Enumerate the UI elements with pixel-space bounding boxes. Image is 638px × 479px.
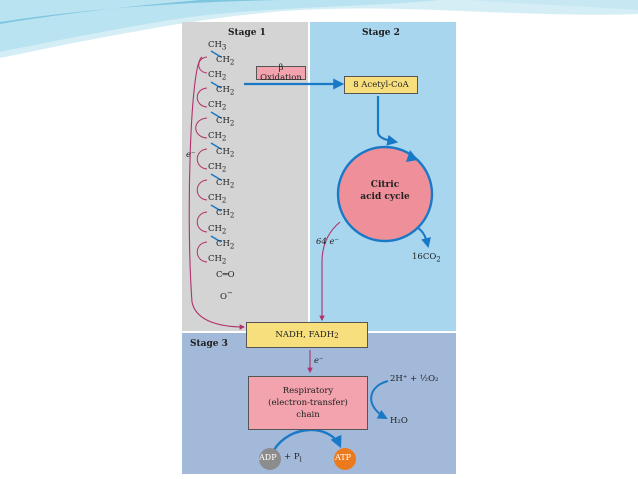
acetyl-coa-box: 8 Acetyl-CoA	[344, 76, 418, 94]
ch2-group: CH2	[208, 162, 227, 174]
pi-label: + Pi	[284, 452, 302, 464]
diagram-arrows	[188, 50, 434, 470]
ch2-group: CH2	[216, 55, 235, 67]
adp-circle	[259, 448, 281, 470]
ch2-group: CH2	[208, 70, 227, 82]
chain-cleavage-ticks	[210, 50, 222, 243]
fatty-acid-oxidation-figure: Stage 1 Stage 2 Stage 3 CH3 CH2 CH2 CH2 …	[182, 22, 456, 474]
carbonyl-group: C═O	[216, 270, 235, 280]
ch2-group: CH2	[216, 178, 235, 190]
adp-to-atp-arrow	[272, 428, 342, 451]
ch2-group: CH2	[208, 193, 227, 205]
ch2-group: CH2	[216, 116, 235, 128]
oxygen-to-water-arrow	[370, 380, 389, 419]
ch2-group: CH2	[216, 147, 235, 159]
ch2-group: CH2	[216, 208, 235, 220]
citric-acid-cycle-circle	[336, 145, 434, 243]
co2-output-label: 16CO2	[412, 252, 441, 264]
acetyl-to-cycle-arrow	[376, 96, 399, 146]
ch2-group: CH2	[208, 224, 227, 236]
citric-cycle-label-line1: Citric	[370, 180, 400, 190]
stage1-title: Stage 1	[228, 28, 266, 38]
ch2-group: CH2	[208, 131, 227, 143]
chain-electron-arcs	[195, 56, 208, 263]
stage1-electron-label: e⁻	[186, 150, 196, 160]
ch3-group: CH3	[208, 40, 227, 52]
oxygen-input-label: 2H⁺ + ½O₂	[390, 374, 439, 384]
cycle-electrons-label: 64 e⁻	[316, 237, 340, 247]
carboxylate-oxygen: O−	[220, 288, 233, 302]
ch2-group: CH2	[216, 85, 235, 97]
stage3-title: Stage 3	[190, 339, 228, 349]
cycle-electrons-to-nadh-arrow	[319, 221, 341, 322]
cycle-arrowhead	[406, 150, 418, 162]
chain-to-nadh-arrow	[188, 56, 246, 330]
co2-output-arrow	[417, 227, 431, 248]
respiratory-chain-box: Respiratory (electron-transfer) chain	[248, 376, 368, 430]
beta-oxidation-box: β Oxidation	[256, 63, 306, 83]
stage3-electron-label: e⁻	[314, 356, 324, 366]
water-output-label: H₂O	[390, 416, 408, 426]
adp-label: ADP	[259, 453, 277, 462]
atp-circle	[334, 448, 356, 470]
ch2-group: CH2	[216, 239, 235, 251]
ch2-group: CH2	[208, 100, 227, 112]
stage2-title: Stage 2	[362, 28, 400, 38]
ch2-group: CH2	[208, 254, 227, 266]
atp-label: ATP	[335, 453, 352, 462]
citric-cycle-label-line2: acid cycle	[360, 192, 410, 202]
